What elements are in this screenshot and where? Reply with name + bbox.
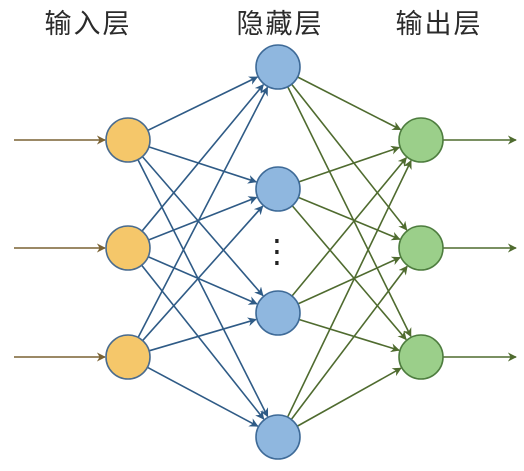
input-hidden-connection <box>147 76 259 132</box>
hidden-node <box>255 166 301 212</box>
hidden-output-connection <box>290 265 408 420</box>
hidden-output-connection <box>286 159 412 418</box>
input-hidden-connection <box>141 84 264 232</box>
input-hidden-connection <box>148 196 258 241</box>
hidden-node <box>255 290 301 336</box>
hidden-output-connection <box>291 205 407 341</box>
hidden-output-connection <box>297 76 402 131</box>
input-layer-title: 输入层 <box>44 9 132 40</box>
nodes-group <box>105 44 444 460</box>
hidden-output-connection <box>296 367 402 427</box>
hidden-output-connection <box>298 318 400 353</box>
hidden-node <box>255 414 301 460</box>
output-layer-title: 输出层 <box>395 9 483 40</box>
hidden-output-connection <box>287 86 412 338</box>
output-node <box>398 225 444 271</box>
input-node <box>105 117 151 163</box>
hidden-output-connection <box>298 196 401 241</box>
input-hidden-connection <box>142 205 264 342</box>
input-hidden-connection <box>137 86 269 338</box>
hidden-output-connection <box>297 256 401 305</box>
hidden-output-connection <box>291 83 408 231</box>
hidden-node <box>255 44 301 90</box>
output-node <box>398 117 444 163</box>
input-hidden-connection <box>137 159 269 418</box>
hidden-output-connection <box>298 145 401 183</box>
hidden-output-connection <box>291 157 407 297</box>
input-hidden-connection <box>147 366 259 427</box>
input-node <box>105 334 151 380</box>
input-hidden-connection <box>148 146 257 184</box>
hidden-layer-ellipsis: ⋮ <box>261 232 293 270</box>
input-node <box>105 225 151 271</box>
output-node <box>398 334 444 380</box>
hidden-layer-title: 隐藏层 <box>236 9 324 40</box>
input-hidden-connection <box>148 317 257 352</box>
input-hidden-connection <box>141 156 264 297</box>
connections-group <box>14 76 517 427</box>
input-hidden-connection <box>147 256 258 305</box>
